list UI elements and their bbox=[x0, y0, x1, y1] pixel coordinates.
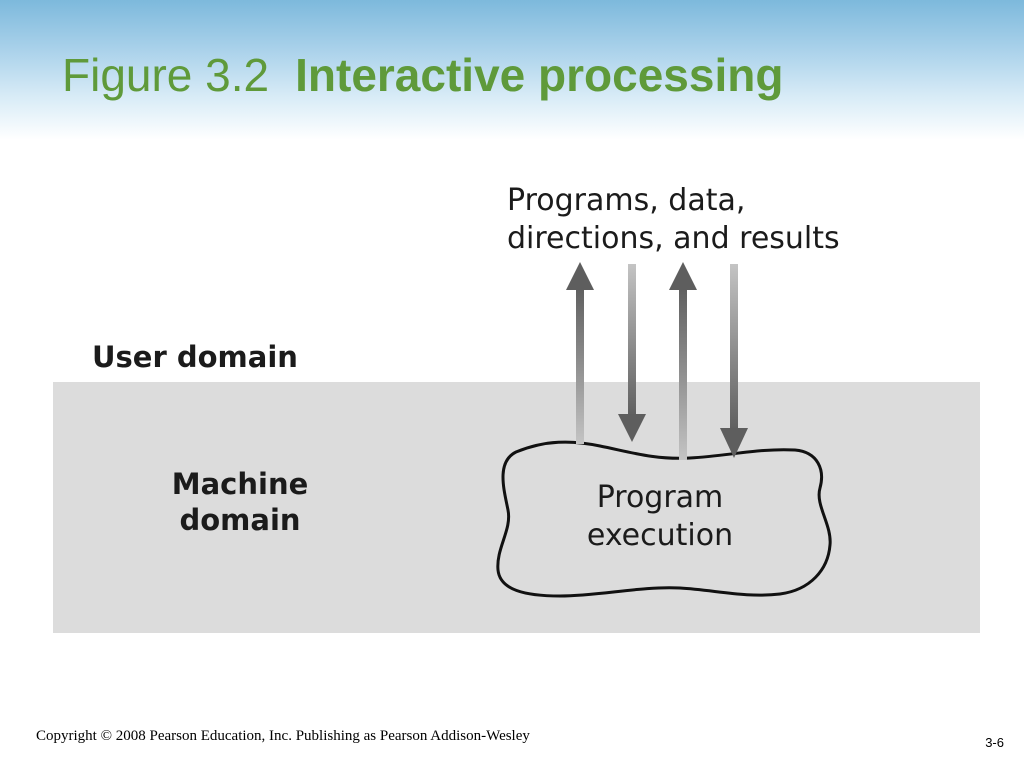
header-band bbox=[0, 0, 1024, 140]
flow-label-line1: Programs, data, bbox=[507, 183, 746, 218]
arrow-up-1 bbox=[566, 262, 594, 444]
machine-domain-label: Machine domain bbox=[150, 466, 330, 539]
figure-number: Figure 3.2 bbox=[62, 49, 270, 101]
machine-domain-label-line1: Machine bbox=[171, 467, 309, 501]
page-number: 3-6 bbox=[985, 735, 1004, 750]
program-execution-label-line2: execution bbox=[586, 517, 734, 553]
flow-label-line2: directions, and results bbox=[507, 220, 840, 256]
figure-title: Interactive processing bbox=[295, 49, 784, 101]
arrow-up-2 bbox=[669, 262, 697, 460]
machine-domain-label-line2: domain bbox=[179, 503, 301, 538]
user-domain-label: User domain bbox=[92, 340, 298, 374]
program-execution-cloud bbox=[496, 440, 832, 598]
slide-title: Figure 3.2 Interactive processing bbox=[62, 48, 783, 102]
program-execution-label-line1: Program bbox=[596, 480, 724, 515]
program-execution-label: Program execution bbox=[560, 479, 760, 555]
flow-label: Programs, data, directions, and results bbox=[507, 182, 887, 258]
arrow-down-1 bbox=[618, 264, 646, 442]
copyright-footer: Copyright © 2008 Pearson Education, Inc.… bbox=[36, 728, 530, 744]
arrow-down-2 bbox=[720, 264, 748, 458]
